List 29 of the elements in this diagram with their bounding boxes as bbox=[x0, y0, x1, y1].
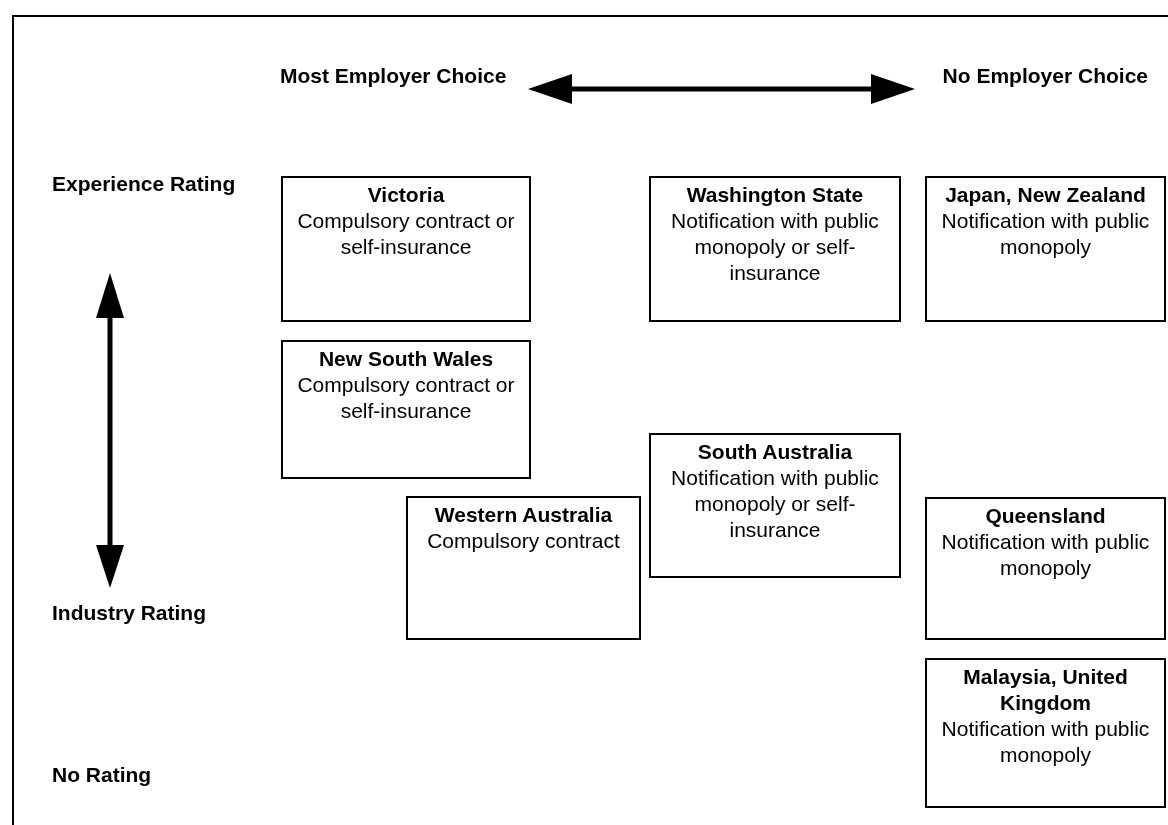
axis-label: No Employer Choice bbox=[941, 63, 1148, 89]
scheme-description: Compulsory contract bbox=[426, 528, 621, 554]
region-box bbox=[925, 176, 1166, 322]
scheme-description: Notification with public monopoly or self-insurance bbox=[670, 465, 880, 543]
region-name: Queensland bbox=[984, 503, 1107, 529]
region-name: Victoria bbox=[366, 182, 446, 208]
region-box bbox=[649, 433, 901, 578]
region-name: Washington State bbox=[685, 182, 865, 208]
region-name: South Australia bbox=[696, 439, 854, 465]
region-box bbox=[281, 340, 531, 479]
region-box bbox=[649, 176, 901, 322]
region-box bbox=[406, 496, 641, 640]
scheme-description: Notification with public monopoly bbox=[940, 716, 1151, 768]
region-name: Malaysia, United Kingdom bbox=[962, 664, 1129, 716]
region-name: Japan, New Zealand bbox=[944, 182, 1147, 208]
scheme-description: Notification with public monopoly or self-insurance bbox=[670, 208, 880, 286]
axis-label: No Rating bbox=[52, 762, 153, 788]
scheme-description: Notification with public monopoly bbox=[940, 208, 1151, 260]
region-name: New South Wales bbox=[317, 346, 495, 372]
scheme-description: Notification with public monopoly bbox=[940, 529, 1151, 581]
scheme-description: Compulsory contract or self-insurance bbox=[296, 372, 516, 424]
region-box bbox=[925, 497, 1166, 640]
region-name: Western Australia bbox=[433, 502, 614, 528]
region-box bbox=[925, 658, 1166, 808]
scheme-description: Compulsory contract or self-insurance bbox=[296, 208, 516, 260]
axis-label: Most Employer Choice bbox=[280, 63, 508, 89]
axis-label: Experience Rating bbox=[52, 171, 237, 197]
axis-label: Industry Rating bbox=[52, 600, 207, 626]
region-box bbox=[281, 176, 531, 322]
